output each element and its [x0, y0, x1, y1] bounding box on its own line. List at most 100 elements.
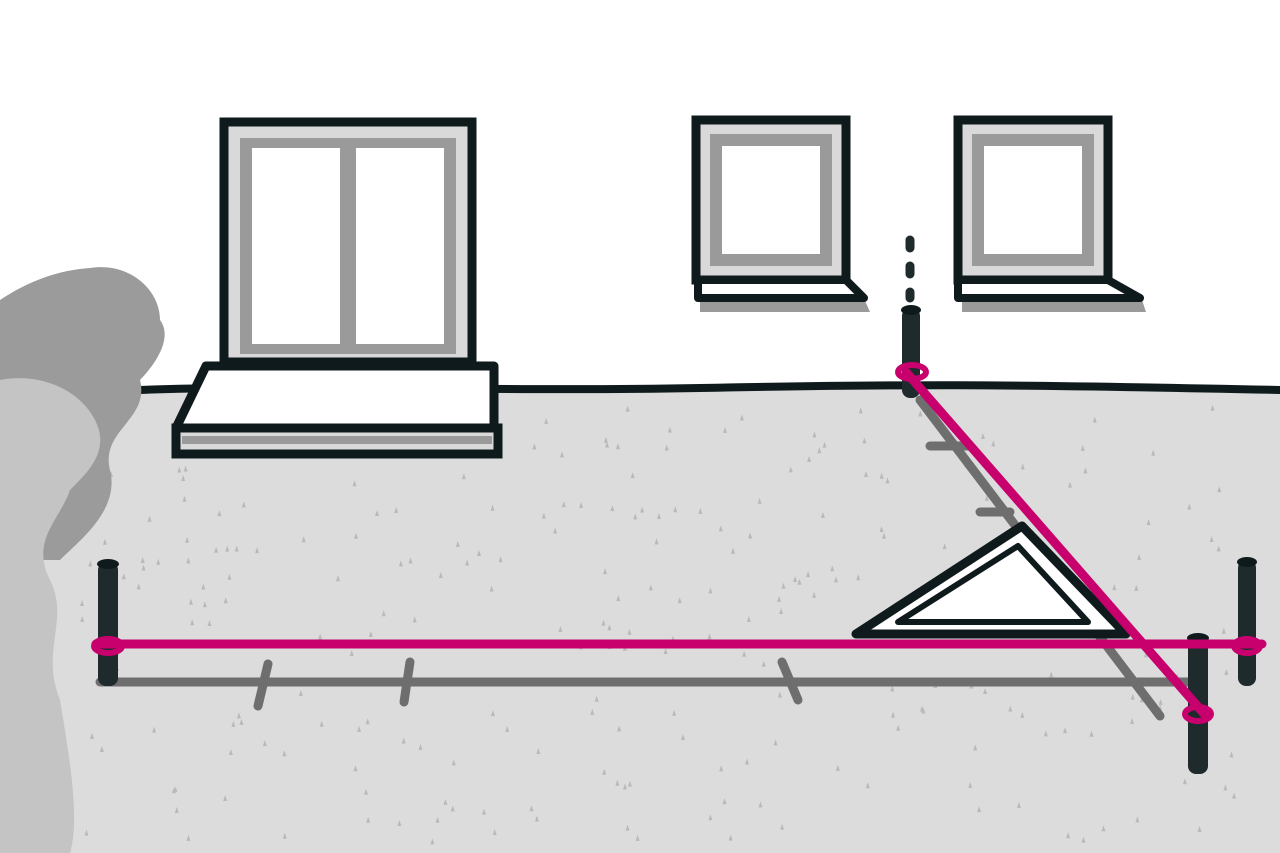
ground-speckle — [80, 615, 85, 622]
ground-speckle — [1083, 467, 1088, 474]
ground-speckle — [435, 816, 440, 823]
ground-speckle — [616, 595, 621, 602]
ground-speckle — [885, 477, 890, 484]
ground-speckle — [807, 455, 812, 462]
bush-icon — [0, 267, 165, 853]
ground-speckle — [1137, 553, 1142, 560]
ground-speckle — [822, 441, 827, 448]
ground-speckle — [102, 538, 107, 545]
set-square-icon — [851, 521, 1131, 639]
ground-speckle — [748, 532, 753, 539]
ground-speckle — [980, 433, 985, 440]
ground-speckle — [977, 806, 982, 813]
ground-speckle — [663, 647, 668, 654]
ground-speckle — [418, 743, 423, 750]
ground-speckle — [534, 815, 539, 822]
ground-speckle — [812, 591, 817, 598]
ground-speckle — [88, 560, 93, 567]
ground-speckle — [777, 595, 782, 602]
ground-speckle — [708, 814, 713, 821]
ground-speckle — [1067, 481, 1072, 488]
ground-speckle — [633, 513, 638, 520]
ground-speckle — [465, 559, 470, 566]
ground-speckle — [739, 414, 744, 421]
ground-speckle — [773, 739, 778, 746]
ground-speckle — [1016, 801, 1021, 808]
ground-speckle — [536, 747, 541, 754]
ground-speckle — [185, 536, 190, 543]
ground-speckle — [1144, 651, 1149, 658]
ground-speckle — [835, 764, 840, 771]
ground-speckle — [1229, 751, 1234, 758]
ground-speckle — [1043, 730, 1048, 737]
ground-speckle — [1135, 816, 1140, 823]
ground-speckle — [718, 525, 723, 532]
ground-speckle — [812, 431, 817, 438]
ground-speckle — [461, 473, 466, 480]
ground-speckle — [99, 745, 104, 752]
ground-speckle — [561, 501, 566, 508]
ground-speckle — [1020, 711, 1025, 718]
ground-speckle — [141, 564, 146, 571]
ground-speckle — [236, 712, 241, 719]
ground-speckle — [664, 444, 669, 451]
ground-speckle — [594, 695, 599, 702]
ground-speckle — [553, 527, 558, 534]
ground-speckle — [1224, 668, 1229, 675]
ground-speckle — [319, 720, 324, 727]
ground-speckle — [1049, 671, 1054, 678]
ground-speckle — [865, 782, 870, 789]
ground-speckle — [532, 443, 537, 450]
ground-speckle — [991, 440, 996, 447]
ground-speckle — [879, 526, 884, 533]
ground-speckle — [505, 725, 510, 732]
ground-speckle — [627, 628, 632, 635]
ground-speckle — [590, 708, 595, 715]
ground-speckle — [1146, 519, 1151, 526]
ground-speckle — [1130, 718, 1135, 725]
ground-speckle — [654, 538, 659, 545]
ground-speckle — [983, 687, 988, 694]
ground-speckle — [579, 501, 584, 508]
ground-speckle — [890, 685, 895, 692]
ground-speckle — [171, 787, 176, 794]
ground-speckle — [640, 506, 645, 513]
ground-speckle — [780, 823, 785, 830]
ground-speckle — [450, 805, 455, 812]
ground-speckle — [622, 783, 627, 790]
ground-speckle — [282, 832, 287, 839]
ground-speckle — [353, 765, 358, 772]
ground-speckle — [1066, 832, 1071, 839]
ground-speckle — [677, 597, 682, 604]
ground-speckle — [492, 829, 497, 836]
ground-speckle — [489, 585, 494, 592]
ground-speckle — [779, 608, 784, 615]
ground-speckle — [227, 573, 232, 580]
ground-speckle — [882, 532, 887, 539]
ground-speckle — [177, 466, 182, 473]
ground-speckle — [223, 795, 228, 802]
ground-speckle — [1134, 584, 1139, 591]
stake-icon — [97, 559, 119, 686]
ground-speckle — [214, 546, 219, 553]
ground-speckle — [455, 540, 460, 547]
ground-speckle — [728, 834, 733, 841]
ground-speckle — [625, 405, 630, 412]
ground-speckle — [1112, 584, 1117, 591]
ground-speckle — [891, 711, 896, 718]
ground-speckle — [1197, 825, 1202, 832]
ground-speckle — [1158, 698, 1163, 705]
ground-speckle — [365, 718, 370, 725]
ground-speckle — [357, 725, 362, 732]
ground-speckle — [856, 574, 861, 581]
ground-speckle — [336, 575, 341, 582]
ground-speckle — [1063, 727, 1068, 734]
ground-speckle — [920, 705, 925, 712]
ground-speckle — [443, 798, 448, 805]
ground-speckle — [605, 441, 610, 448]
ground-speckle — [723, 426, 728, 433]
ground-speckle — [363, 788, 368, 795]
ground-speckle — [412, 616, 417, 623]
ground-speckle — [397, 820, 402, 827]
ground-speckle — [708, 587, 713, 594]
